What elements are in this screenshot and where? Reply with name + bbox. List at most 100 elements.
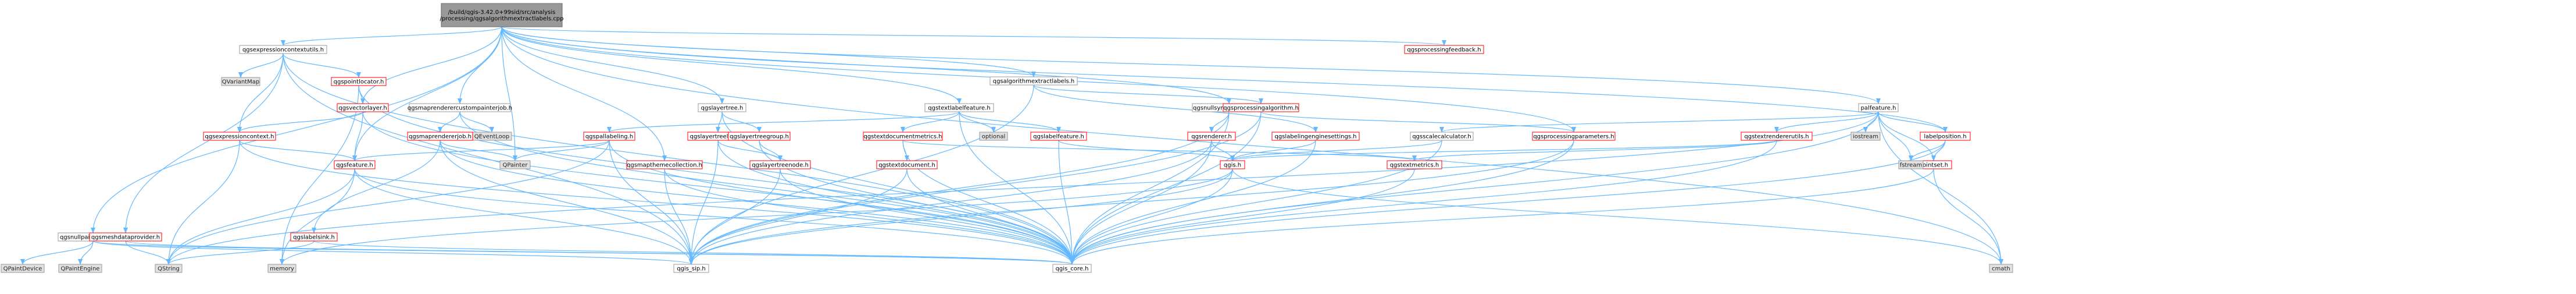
node-qgslayertreenode_h[interactable]: qgslayertreenode.h (749, 160, 811, 169)
edge-qgis_h-to-memory (280, 168, 1233, 265)
node-fstream: fstream (1898, 160, 1924, 169)
node-qgsexpressioncontextutils_h[interactable]: qgsexpressioncontextutils.h (239, 45, 327, 54)
node-box-QPainter (499, 160, 531, 169)
edge-qgsmaprendererjob_h-to-qgslabelsink_h (312, 140, 441, 233)
node-qgsmaprenderercustompainterjob_h[interactable]: qgsmaprenderercustompainterjob.h (408, 103, 512, 112)
node-label-labelposition_h: labelposition.h (1924, 134, 1966, 140)
edge-qgis_h-to-cmath (1232, 168, 2003, 265)
edge-qgstextlabelfeature_h-to-qgslabelfeature_h (959, 111, 1061, 133)
edge-qgslayertreenode_h-to-qgis_core_h (780, 168, 1074, 265)
edge-palfeature_h-to-labelposition_h (1878, 111, 1948, 133)
node-label-QPaintDevice: QPaintDevice (3, 266, 42, 272)
node-qgstextdocumentmetrics_h[interactable]: qgstextdocumentmetrics.h (863, 132, 943, 141)
edge-qgslabelfeature_h-to-qgis_core_h (1058, 140, 1074, 265)
node-box-qgslayertree_h (698, 103, 746, 112)
node-qgsvectorlayer_h[interactable]: qgsvectorlayer.h (337, 103, 389, 112)
node-box-qgsvectorlayer_h (337, 103, 389, 112)
edge-qgsmapthemecollection_h-to-qgis_sip_h (664, 168, 694, 265)
edge-qgstextmetrics_h-to-qgis_core_h (1070, 168, 1415, 265)
edge-qgsscalecalculator_h-to-qgis_core_h (1070, 140, 1442, 265)
node-label-qgsmaprendererjob_h: qgsmaprendererjob.h (409, 134, 471, 140)
node-box-cmath (1989, 264, 2013, 273)
node-qgslayertree_h[interactable]: qgslayertree.h (698, 103, 746, 112)
node-qgsprocessingalgorithm_h[interactable]: qgsprocessingalgorithm.h (1223, 103, 1299, 112)
node-qgsalgorithmextractlabels_h[interactable]: qgsalgorithmextractlabels.h (989, 76, 1078, 86)
edge-qgsmapthemecollection_h-to-qgis_core_h (664, 168, 1074, 265)
edge-qgspallabeling_h-to-QString (166, 140, 610, 265)
edge-qgsexpressioncontextutils_h-to-qgsexpressioncontext_h (237, 53, 284, 133)
node-box-QPaintEngine (58, 264, 102, 273)
node-root[interactable]: /build/qgis-3.42.0+99sid/src/analysis/pr… (440, 3, 564, 27)
edge-pointset_h-to-cmath (1933, 168, 2003, 265)
edge-qgslayertreelayer_h-to-qgis_sip_h (689, 140, 719, 265)
node-box-qgslayertreegroup_h (728, 132, 791, 141)
node-qgspointlocator_h[interactable]: qgspointlocator.h (331, 77, 387, 86)
node-label-qgslayertree_h: qgslayertree.h (701, 105, 744, 112)
node-qgstextrendererutils_h[interactable]: qgstextrendererutils.h (1741, 132, 1813, 141)
edge-qgsmaprenderercustompainterjob_h-to-QEventLoop (459, 111, 494, 133)
node-qgsfeature_h[interactable]: qgsfeature.h (334, 160, 376, 169)
node-box-qgsfeature_h (334, 160, 376, 169)
edge-root-to-palfeature_h (501, 26, 1881, 104)
node-qgstextlabelfeature_h[interactable]: qgstextlabelfeature.h (924, 103, 994, 112)
edge-qgsprocessingalgorithm_h-to-qgis_sip_h (689, 111, 1262, 265)
node-qgstextdocument_h[interactable]: qgstextdocument.h (876, 160, 938, 169)
node-qgsscalecalculator_h[interactable]: qgsscalecalculator.h (1410, 132, 1474, 141)
node-memory: memory (267, 264, 296, 273)
node-label-QVariantMap: QVariantMap (222, 79, 259, 86)
edge-qgstextrendererutils_h-to-qgstextmetrics_h (1412, 140, 1777, 161)
edge-palfeature_h-to-cmath (1878, 111, 2003, 265)
node-box-qgsprocessingfeedback_h (1404, 45, 1484, 54)
edge-qgsscalecalculator_h-to-qgis_h (1230, 140, 1442, 161)
node-box-qgsalgorithmextractlabels_h (989, 76, 1078, 86)
node-label-qgstextlabelfeature_h: qgstextlabelfeature.h (928, 105, 990, 112)
node-iostream: iostream (1850, 132, 1881, 141)
edge-qgspallabeling_h-to-QPainter (513, 140, 610, 161)
node-box-qgsprocessingalgorithm_h (1223, 103, 1299, 112)
node-qgsmapthemecollection_h[interactable]: qgsmapthemecollection.h (626, 160, 703, 169)
node-qgis_h[interactable]: qgis.h (1220, 160, 1245, 169)
node-label-QString: QString (158, 266, 180, 272)
node-box-qgsmeshdataprovider_h (89, 232, 162, 242)
node-qgsexpressioncontext_h[interactable]: qgsexpressioncontext.h (203, 132, 276, 141)
node-qgis_core_h[interactable]: qgis_core.h (1052, 264, 1092, 273)
edge-qgsnullsymbolrenderer_h-to-qgis_sip_h (689, 111, 1230, 265)
node-label-memory: memory (270, 266, 294, 272)
edge-qgsmaprenderercustompainterjob_h-to-qgis_core_h (459, 111, 1074, 265)
node-qgsrenderer_h[interactable]: qgsrenderer.h (1187, 132, 1236, 141)
node-qgsprocessingparameters_h[interactable]: qgsprocessingparameters.h (1532, 132, 1616, 141)
edge-qgsprocessingalgorithm_h-to-qgis_core_h (1070, 111, 1262, 265)
node-label-qgsprocessingfeedback_h: qgsprocessingfeedback.h (1407, 47, 1481, 54)
node-qgsmaprendererjob_h[interactable]: qgsmaprendererjob.h (407, 132, 473, 141)
node-QString: QString (155, 264, 183, 273)
edge-qgsexpressioncontext_h-to-QString (166, 140, 240, 265)
edge-qgsrenderer_h-to-qgis_core_h (1070, 140, 1212, 265)
node-labelposition_h[interactable]: labelposition.h (1920, 132, 1971, 141)
edge-qgslabelingenginesettings_h-to-qgis_h (1230, 140, 1316, 161)
edge-qgsexpressioncontextutils_h-to-qgsmeshdataprovider_h (123, 53, 284, 233)
node-qgsmeshdataprovider_h[interactable]: qgsmeshdataprovider.h (89, 232, 162, 242)
edge-qgsvectorlayer_h-to-qgsexpressioncontext_h (237, 111, 363, 133)
node-box-qgstextdocumentmetrics_h (863, 132, 943, 141)
node-qgslabelsink_h[interactable]: qgslabelsink.h (290, 232, 338, 242)
node-box-qgslabelingenginesettings_h (1271, 132, 1360, 141)
node-palfeature_h[interactable]: palfeature.h (1858, 103, 1899, 112)
edge-qgslayertreenode_h-to-qgis_sip_h (689, 168, 781, 265)
node-qgslayertreegroup_h[interactable]: qgslayertreegroup.h (728, 132, 791, 141)
node-qgis_sip_h[interactable]: qgis_sip.h (673, 264, 709, 273)
node-label-qgis_sip_h: qgis_sip.h (677, 266, 706, 272)
node-qgspallabeling_h[interactable]: qgspallabeling.h (583, 132, 635, 141)
edge-qgsprocessingparameters_h-to-qgis_sip_h (689, 140, 1574, 265)
node-qgsprocessingfeedback_h[interactable]: qgsprocessingfeedback.h (1404, 45, 1484, 54)
node-label-optional: optional (982, 134, 1006, 140)
node-qgslabelingenginesettings_h[interactable]: qgslabelingenginesettings.h (1271, 132, 1360, 141)
node-box-qgstextlabelfeature_h (924, 103, 994, 112)
edge-root-to-qgsvectorlayer_h (360, 26, 502, 104)
node-qgstextmetrics_h[interactable]: qgstextmetrics.h (1387, 160, 1442, 169)
edge-qgsexpressioncontextutils_h-to-qgis_core_h (283, 53, 1074, 265)
node-label-qgslayertreelayer_h: qgslayertreelayer.h (690, 134, 746, 140)
edge-qgslayertreegroup_h-to-qgis_core_h (759, 140, 1074, 265)
node-label-root-line1: /build/qgis-3.42.0+99sid/src/analysis (448, 9, 556, 16)
node-QPainter: QPainter (499, 160, 531, 169)
node-qgslabelfeature_h[interactable]: qgslabelfeature.h (1030, 132, 1087, 141)
